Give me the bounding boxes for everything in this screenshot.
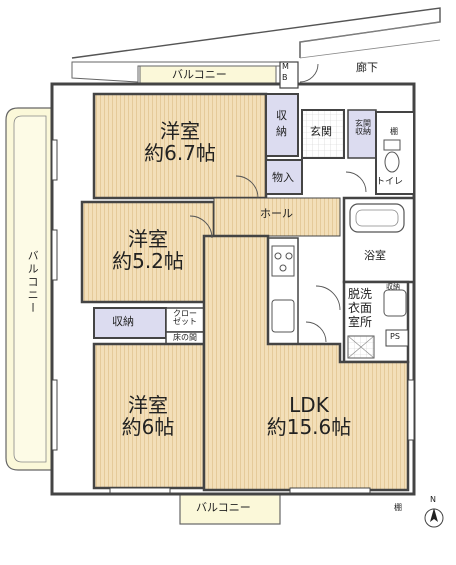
room1-size: 約6.7帖	[144, 141, 216, 165]
ldk-floor	[202, 234, 410, 492]
north-label: N	[430, 495, 436, 504]
corridor-label: 廊下	[356, 61, 378, 74]
room2-label: 洋室 約5.2帖	[96, 228, 200, 272]
monoire-area	[265, 159, 303, 195]
shelf-top-label: 棚	[390, 127, 398, 136]
left-balcony-inner	[13, 115, 47, 463]
storage2-label: 収納	[112, 315, 134, 328]
hall-floor	[213, 197, 341, 237]
wash-basin	[383, 289, 407, 317]
balcony-top-label: バルコニー	[172, 68, 227, 81]
mb-label-b: B	[282, 73, 288, 82]
genkan-storage-area	[347, 109, 377, 159]
room2-size: 約5.2帖	[112, 249, 184, 273]
genkan-label: 玄関	[310, 125, 332, 138]
washroom-label: 脱洗 衣面 室所	[348, 287, 373, 329]
bathtub	[349, 203, 405, 233]
storage2-area	[93, 307, 167, 339]
ps-label: PS	[390, 332, 400, 341]
toilet-label: トイレ	[376, 177, 404, 187]
bottom-balcony	[179, 493, 281, 525]
hall-label: ホール	[260, 207, 293, 220]
mb-box	[279, 61, 299, 89]
room1-floor	[92, 92, 268, 200]
genkan-storage-label: 玄関 収納	[352, 119, 374, 137]
balcony-bottom-label: バルコニー	[196, 501, 251, 514]
corridor-roof	[71, 7, 441, 59]
balcony-left-label: バルコニー	[26, 250, 40, 315]
bath-label: 浴室	[364, 249, 386, 262]
closet-label: クロー ゼット	[168, 309, 202, 327]
closet-line2: ゼット	[173, 317, 197, 327]
storage1-label-2: 納	[276, 125, 287, 138]
ldk-size: 約15.6帖	[266, 415, 352, 439]
north-arrow	[424, 508, 444, 528]
room3-floor	[92, 342, 206, 490]
room2-floor	[80, 200, 216, 304]
room3-label: 洋室 約6帖	[102, 394, 194, 438]
genkan-floor	[301, 109, 345, 159]
room3-name: 洋室	[128, 393, 168, 417]
monoire-label: 物入	[272, 171, 294, 184]
washroom-line1: 脱洗	[348, 287, 373, 301]
toilet-bowl	[384, 151, 400, 173]
ldk-name: LDK	[289, 393, 329, 417]
genkan-storage-line2: 収納	[355, 127, 371, 137]
washroom-line3: 室所	[348, 314, 373, 329]
ldk-label: LDK 約15.6帖	[244, 394, 374, 438]
storage1-label-1: 収	[276, 109, 287, 122]
closet-line1: クロー	[173, 309, 197, 318]
washroom-storage-label: 収納	[386, 283, 400, 291]
ps-box	[385, 329, 409, 347]
genkan-storage-line1: 玄関	[355, 119, 371, 128]
room1-name: 洋室	[160, 119, 200, 143]
room2-name: 洋室	[128, 227, 168, 251]
room1-label: 洋室 約6.7帖	[126, 120, 234, 164]
storage1-area	[265, 93, 299, 157]
shelf-bottom-label: 棚	[394, 503, 402, 512]
room3-size: 約6帖	[121, 415, 175, 439]
washroom-line2: 衣面	[348, 300, 373, 315]
tokonoma-label: 床の間	[173, 333, 197, 342]
sink	[271, 299, 295, 333]
mb-label-m: M	[282, 62, 289, 71]
